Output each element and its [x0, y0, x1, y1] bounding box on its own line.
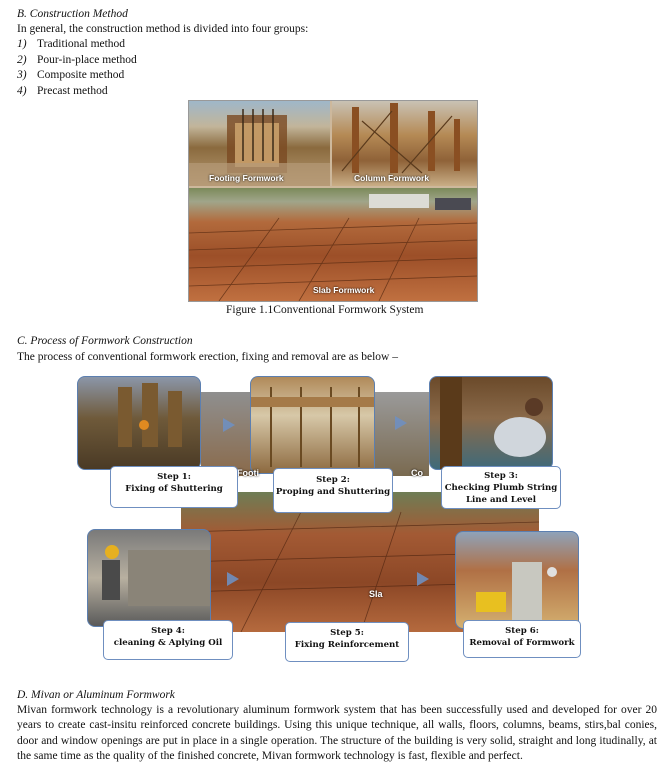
step-6-photo — [455, 531, 579, 629]
step-description: Fixing of Shuttering — [125, 484, 223, 494]
list-text: Precast method — [37, 85, 108, 97]
step-title: Step 3: — [484, 471, 518, 481]
step-2-box: Step 2: Proping and Shuttering — [273, 468, 393, 513]
figure-1-caption: Figure 1.1Conventional Formwork System — [226, 304, 424, 316]
footing-photo-shapes — [189, 109, 330, 186]
background-label: Sla — [369, 589, 383, 599]
list-text: Pour-in-place method — [37, 54, 137, 66]
step-3-photo — [429, 376, 553, 470]
step-4-box: Step 4: cleaning & Aplying Oil — [103, 620, 233, 660]
step-2-photo — [250, 376, 375, 474]
formwork-process-diagram: Footi Co Sla Step 1: Fixing of Shutterin… — [77, 376, 581, 662]
footing-formwork-label: Footing Formwork — [209, 173, 284, 183]
step-title: Step 1: — [157, 472, 191, 482]
step-description: Proping and Shuttering — [275, 487, 391, 497]
list-number: 1) — [17, 38, 27, 50]
section-c-heading: C. Process of Formwork Construction — [17, 335, 193, 347]
arrow-right-icon — [223, 418, 235, 432]
slab-formwork-label: Slab Formwork — [313, 285, 375, 295]
list-text: Composite method — [37, 69, 125, 81]
column-formwork-photo: Column Formwork — [332, 101, 477, 186]
list-item: 2) Pour-in-place method — [17, 53, 137, 68]
step-6-photo-shapes — [476, 562, 557, 622]
step-6-box: Step 6: Removal of Formwork — [463, 620, 581, 658]
step-description: Checking Plumb String — [444, 483, 558, 493]
arrow-right-icon — [227, 572, 239, 586]
list-item: 1) Traditional method — [17, 37, 125, 52]
background-label: Co — [411, 468, 423, 478]
footing-formwork-photo: Footing Formwork — [189, 101, 330, 186]
slab-formwork-photo: Slab Formwork — [189, 188, 477, 301]
list-number: 3) — [17, 69, 27, 81]
step-3-photo-shapes — [440, 377, 546, 469]
step-4-photo-shapes — [102, 545, 210, 606]
list-item: 3) Composite method — [17, 68, 124, 83]
section-d-heading: D. Mivan or Aluminum Formwork — [17, 689, 175, 701]
column-formwork-label: Column Formwork — [354, 173, 430, 183]
section-c-intro: The process of conventional formwork ere… — [17, 351, 398, 363]
step-description: cleaning & Aplying Oil — [113, 638, 223, 648]
list-text: Traditional method — [37, 38, 126, 50]
step-1-photo — [77, 376, 201, 470]
list-number: 2) — [17, 54, 27, 66]
step-1-photo-shapes — [118, 383, 182, 447]
step-description: Removal of Formwork — [469, 638, 575, 648]
step-1-box: Step 1: Fixing of Shuttering — [110, 466, 238, 508]
section-b-heading: B. Construction Method — [17, 8, 128, 20]
background-label: Footi — [237, 468, 259, 478]
step-title: Step 5: — [330, 628, 364, 638]
step-title: Step 2: — [316, 475, 350, 485]
step-description: Fixing Reinforcement — [294, 640, 400, 650]
step-title: Step 4: — [151, 626, 185, 636]
list-item: 4) Precast method — [17, 84, 108, 99]
figure-conventional-formwork: Footing Formwork Column Formwork — [188, 100, 478, 302]
step-4-photo — [87, 529, 211, 627]
list-number: 4) — [17, 85, 27, 97]
step-title: Step 6: — [505, 626, 539, 636]
slab-photo-shapes — [189, 194, 477, 301]
background-photo — [201, 392, 257, 476]
step-3-box: Step 3: Checking Plumb String Line and L… — [441, 466, 561, 509]
step-5-box: Step 5: Fixing Reinforcement — [285, 622, 409, 662]
section-b-intro: In general, the construction method is d… — [17, 23, 309, 35]
arrow-right-icon — [417, 572, 429, 586]
step-description-line-2: Line and Level — [465, 495, 537, 505]
column-photo-shapes — [341, 103, 460, 174]
section-d-paragraph: Mivan formwork technology is a revolutio… — [17, 704, 657, 763]
step-2-photo-shapes — [251, 387, 374, 467]
background-photo — [373, 392, 429, 476]
arrow-right-icon — [395, 416, 407, 430]
